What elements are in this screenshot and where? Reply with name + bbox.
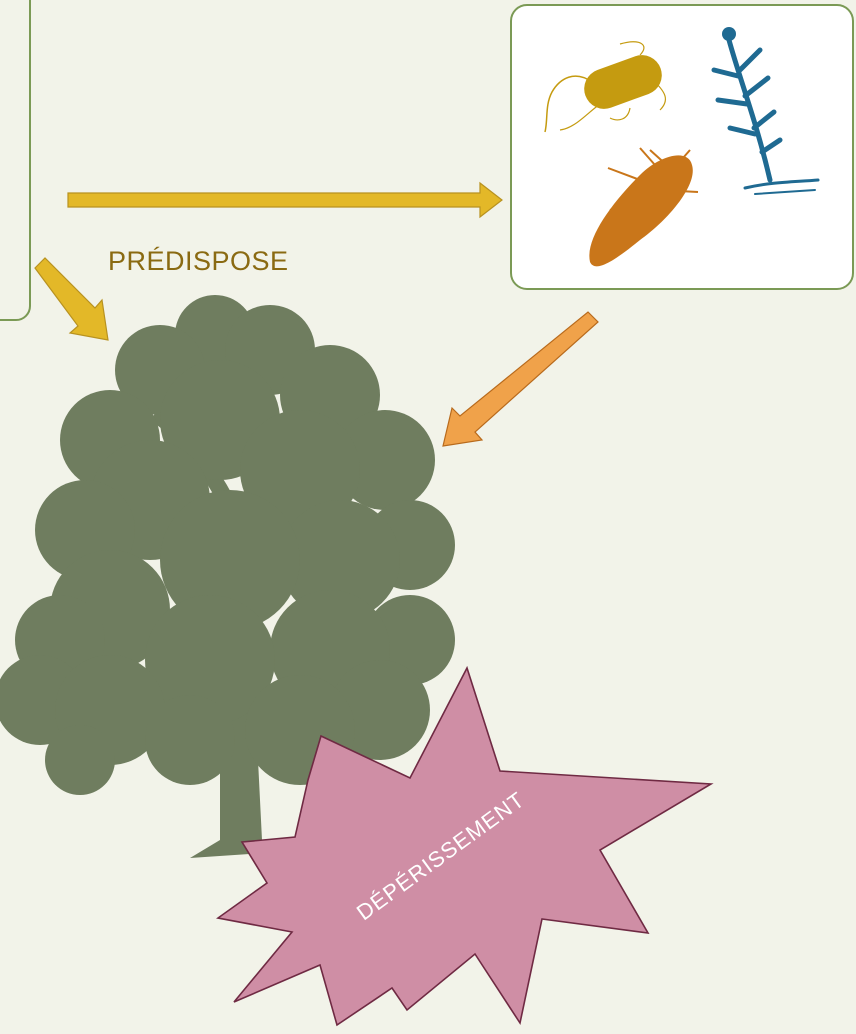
arrow-to-agents [68,183,502,217]
arrow-predispose [35,258,108,340]
agents-panel [511,5,853,289]
arrow-to-tree [443,312,598,446]
left-panel [0,0,30,320]
predispose-label: PRÉDISPOSE [108,246,289,277]
